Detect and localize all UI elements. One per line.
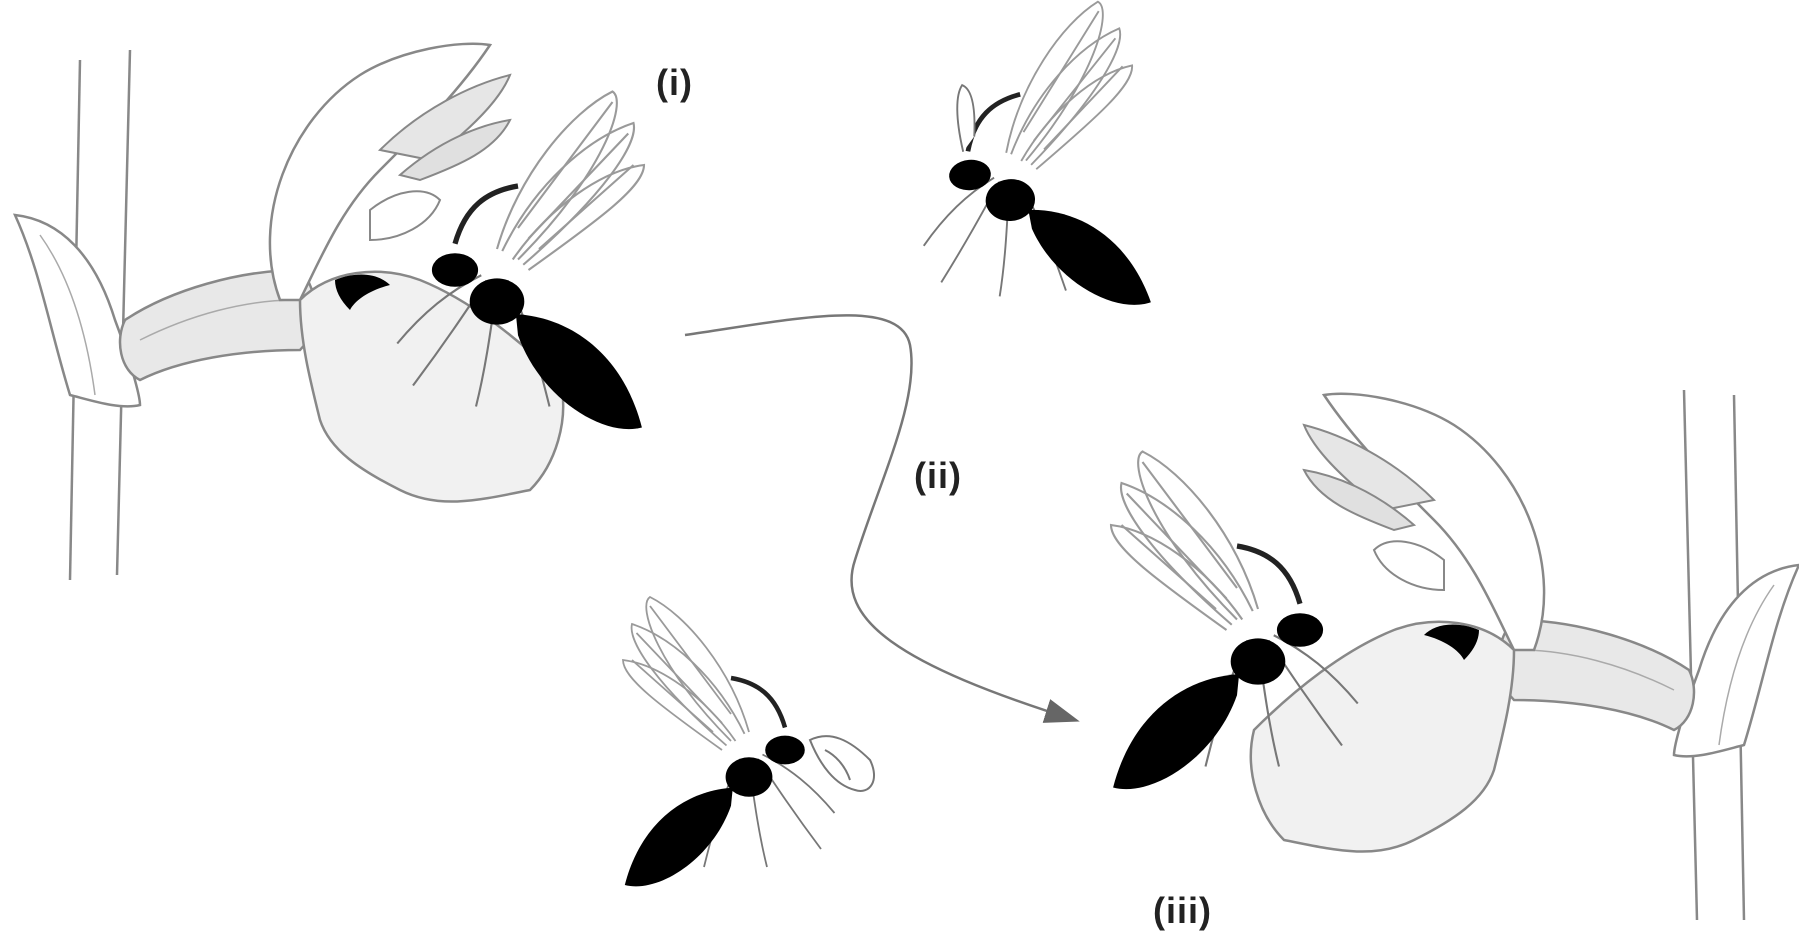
flower-iii bbox=[1251, 390, 1799, 920]
label-step-i: (i) bbox=[656, 62, 693, 104]
pollinium-icon bbox=[810, 736, 874, 791]
label-step-ii: (ii) bbox=[914, 455, 962, 497]
insect-flying-with-pollinia bbox=[904, 0, 1153, 323]
label-step-iii: (iii) bbox=[1153, 890, 1212, 932]
insect-carrying-pollinia bbox=[623, 597, 835, 886]
transfer-arrow bbox=[685, 315, 1075, 720]
